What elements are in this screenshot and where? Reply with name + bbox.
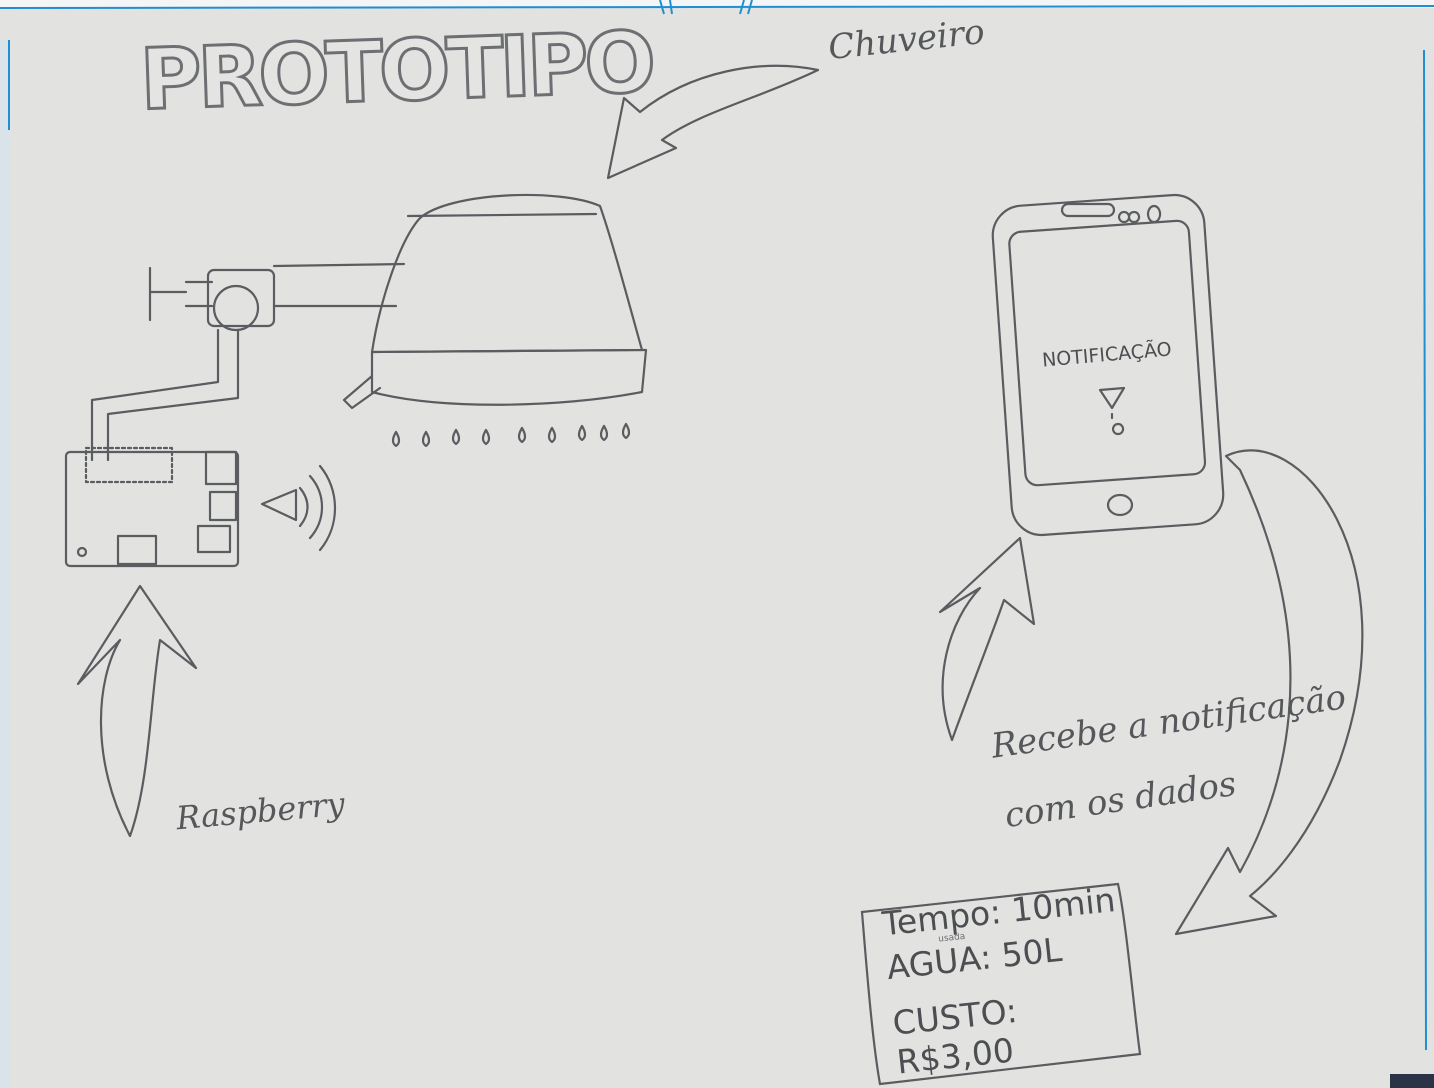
data-card: Tempo: 10min usada AGUA: 50L CUSTO: R$3,… bbox=[866, 874, 1147, 1077]
left-edge-strip bbox=[0, 40, 10, 1088]
frame-dark-corner bbox=[1390, 1074, 1434, 1088]
prototype-logo: PROTOTIPO bbox=[138, 13, 653, 129]
